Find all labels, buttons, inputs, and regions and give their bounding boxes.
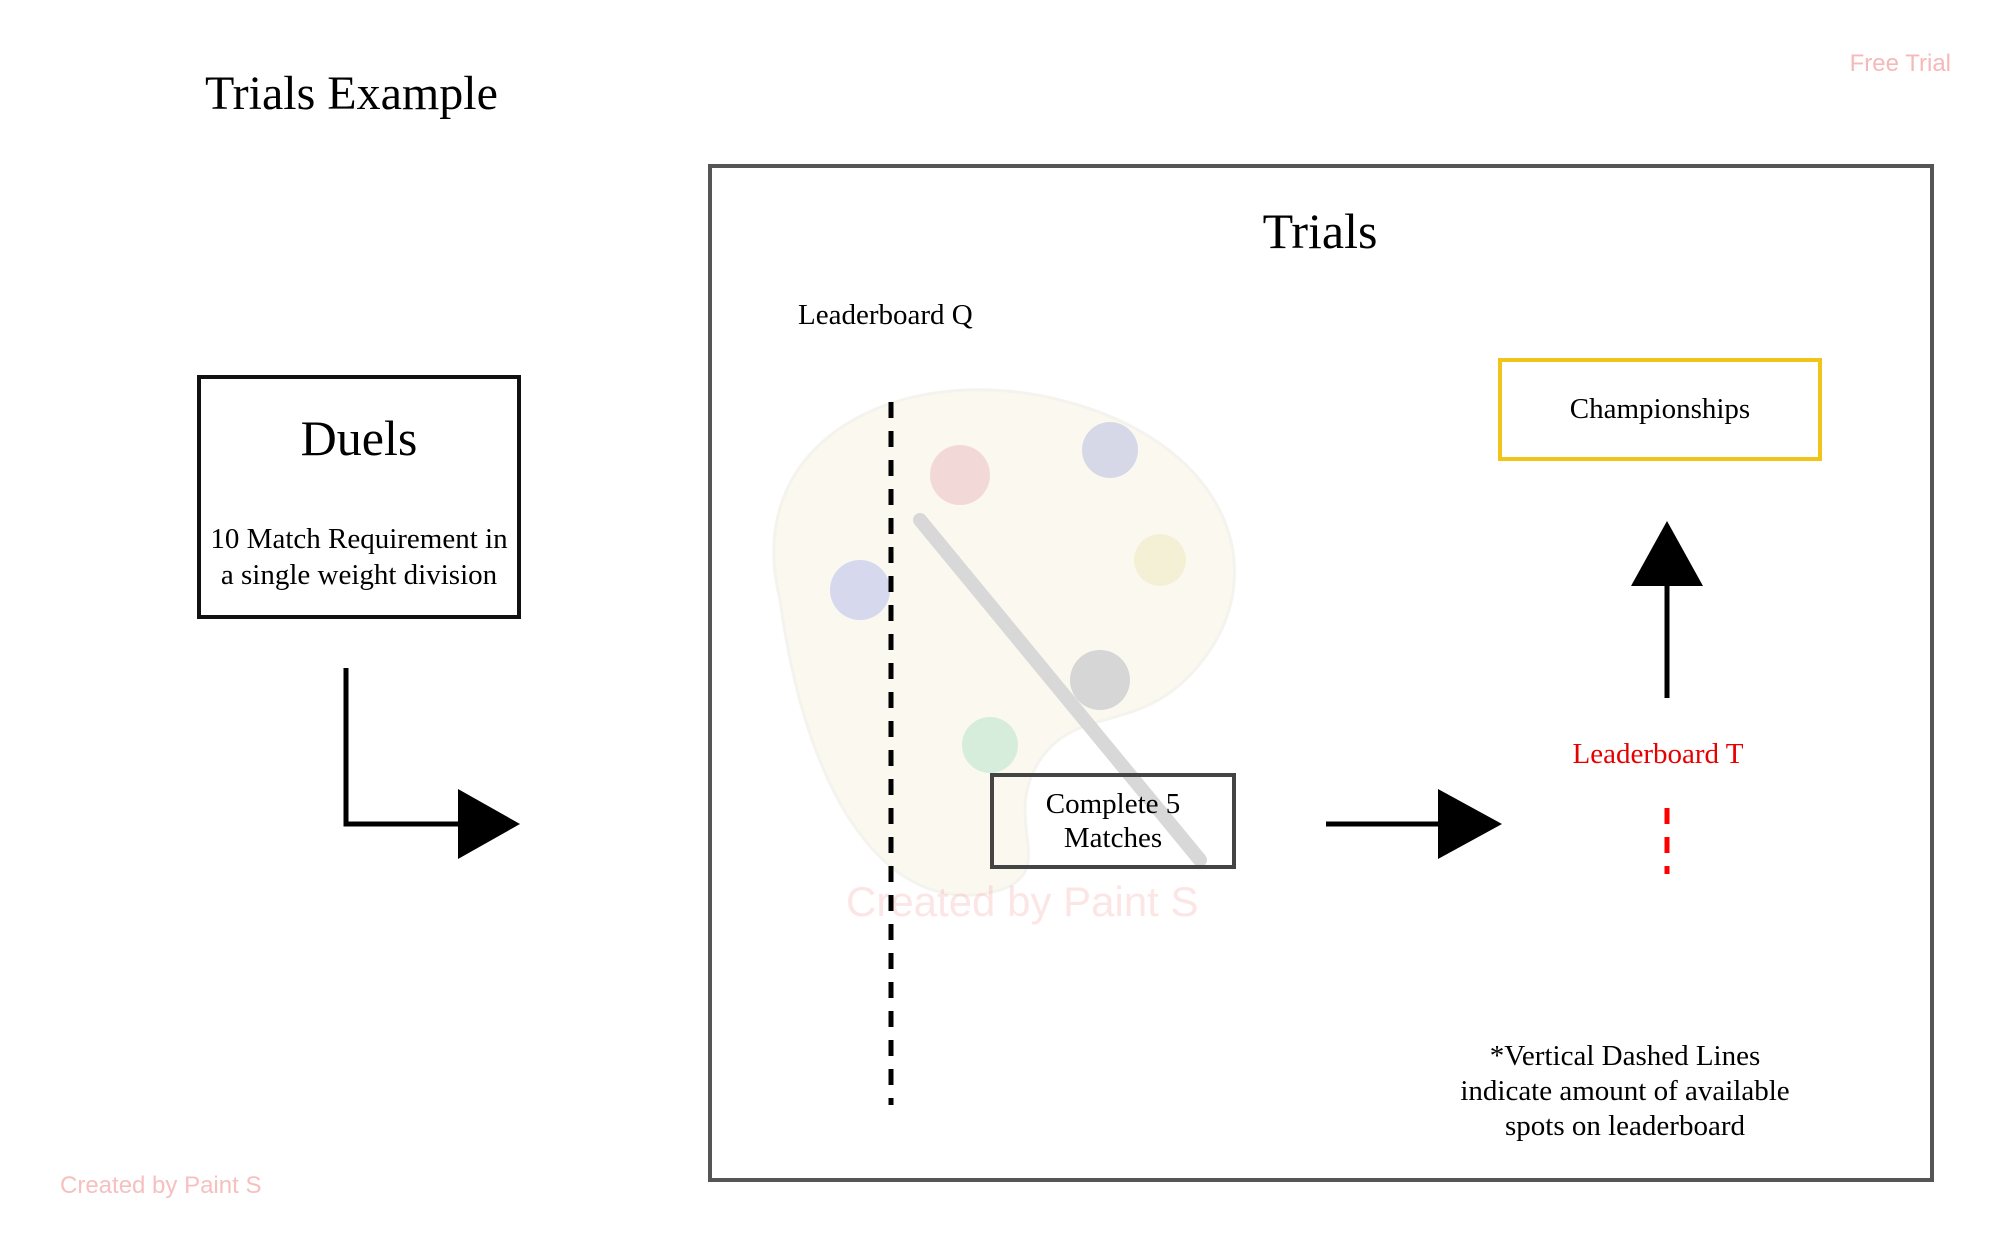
championships-box: Championships <box>1498 358 1822 461</box>
complete-matches-line-1: Complete 5 <box>1045 788 1181 820</box>
note-line-3: spots on leaderboard <box>1505 1110 1745 1142</box>
duels-to-trials-connector <box>343 668 462 827</box>
note-line-1: *Vertical Dashed Lines <box>1489 1040 1761 1072</box>
dashed-lines-note: *Vertical Dashed Lines indicate amount o… <box>1430 1039 1820 1144</box>
duels-description: 10 Match Requirement in a single weight … <box>201 521 517 593</box>
free-trial-label: Free Trial <box>1849 50 1951 77</box>
trials-title: Trials <box>1262 203 1378 259</box>
trials-container <box>708 164 1934 1182</box>
note-line-2: indicate amount of available <box>1460 1075 1790 1107</box>
credit-label: Created by Paint S <box>60 1172 262 1199</box>
duels-to-trials-arrowhead <box>458 789 520 859</box>
complete-matches-box: Complete 5 Matches <box>990 773 1236 869</box>
complete-matches-line-2: Matches <box>1063 822 1163 854</box>
leaderboard-q-label: Leaderboard Q <box>798 299 973 331</box>
page-title: Trials Example <box>205 67 498 120</box>
duels-title: Duels <box>300 410 418 466</box>
duels-box: Duels 10 Match Requirement in a single w… <box>197 375 521 619</box>
watermark-text: Created by Paint S <box>846 878 1199 925</box>
championships-label: Championships <box>1569 393 1751 425</box>
duels-description-line-1: 10 Match Requirement in <box>210 523 508 555</box>
matches-to-leaderboard-t-arrowhead <box>1438 789 1502 859</box>
duels-description-line-2: a single weight division <box>220 559 498 591</box>
leaderboard-t-to-championships-arrowhead <box>1631 521 1703 586</box>
leaderboard-t-label: Leaderboard T <box>1572 738 1744 770</box>
